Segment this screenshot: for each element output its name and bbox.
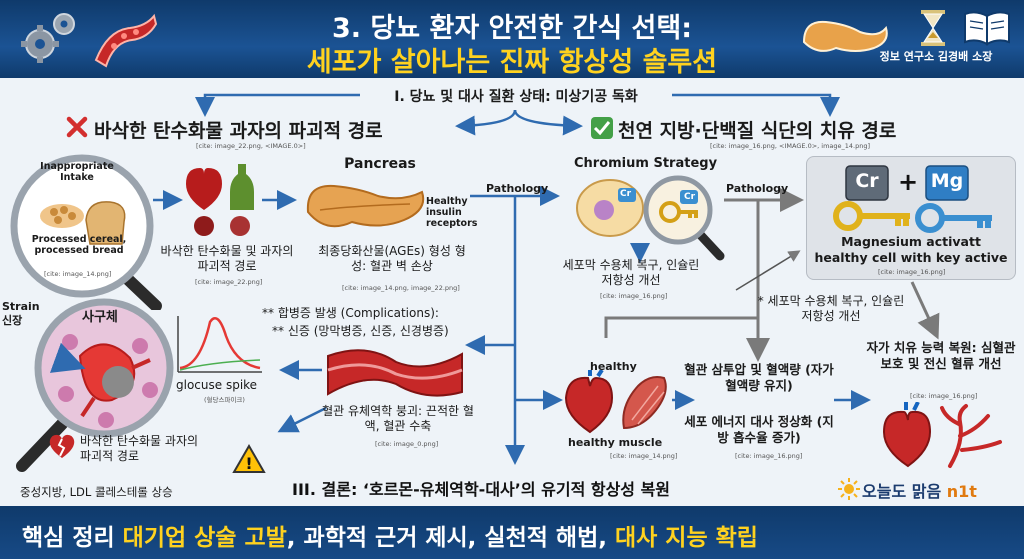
arrow-split-right	[513, 109, 583, 136]
recovery-heart-vessel-icon	[882, 402, 1002, 468]
mg-panel-mg: Mg	[930, 170, 964, 192]
x-mark-icon	[66, 116, 88, 138]
conclusion-label: III. 결론: ‘호르몬-유체역학-대사’의 유기적 항상성 복원	[292, 480, 671, 499]
pancreas-title: Pancreas	[344, 156, 416, 172]
cell-cr-badge: Cr	[620, 189, 632, 199]
receptor-label-2: * 세포막 수용체 복구, 인슐린 저항성 개선	[757, 294, 905, 323]
healthy-label: healthy	[590, 360, 637, 373]
receptor-cite: [cite: image_16.png]	[600, 292, 668, 300]
magnifier-cite: [cite: image_14.png]	[44, 270, 112, 278]
arrow-vessel-broken	[277, 406, 327, 433]
blood-vessel-damage-icon	[327, 349, 463, 397]
blood-vessel-icon	[94, 13, 158, 68]
recovery-cite: [cite: image_16.png]	[910, 392, 978, 400]
arrow-receptor-mg	[735, 250, 801, 291]
kidney-magnifier-icon	[16, 298, 174, 472]
pancreas-organ-icon	[306, 184, 425, 228]
brand-accent: n1t	[946, 482, 977, 501]
right-pathology-label: Pathology	[726, 182, 789, 195]
left-vessel-label: 혈관 유체역학 붕괴: 끈적한 혈액, 혈관 수축	[322, 404, 474, 433]
left-heading-cite: [cite: image_22.png, <IMAGE.0>]	[196, 142, 306, 150]
mg-panel-plus: +	[897, 168, 919, 196]
top-state-label: I. 당뇨 및 대사 질환 상태: 미상기공 독화	[394, 89, 638, 105]
chromium-title: Chromium Strategy	[574, 156, 718, 171]
complications-line-1: ** 합병증 발생 (Complications):	[262, 306, 439, 320]
arrow-top-right	[672, 93, 840, 117]
hourglass-icon	[921, 10, 945, 46]
right-heading: 천연 지방·단백질 식단의 치유 경로	[618, 120, 897, 142]
brand-logo: 오늘도 맑음 n1t	[862, 478, 977, 502]
footer-part-3: , 과학적 근거 제시, 실천적 해법,	[286, 525, 615, 551]
glucose-spike-sub: (혈당스파이크)	[204, 396, 245, 404]
organs-label: 바삭한 탄수화물 및 과자의 파괴적 경로	[160, 244, 294, 273]
right-heading-cite: [cite: image_16.png, <IMAGE.0>, image_14…	[710, 142, 871, 150]
check-mark-icon	[591, 117, 613, 139]
healthy-muscle-label: healthy muscle	[568, 436, 663, 449]
warning-icon: !	[232, 444, 266, 473]
heart-and-bottle-icon	[186, 164, 254, 236]
glucose-spike-label: glocuse spike	[176, 378, 258, 392]
arrow-healthy-up	[604, 316, 758, 338]
mg-label: Magnesium activatt healthy cell with key…	[814, 234, 1008, 265]
pancreas-icon	[802, 20, 888, 52]
healthy-cite: [cite: image_14.png]	[610, 452, 678, 460]
left-pathology-label: Pathology	[486, 182, 549, 195]
cr-mg-keys-icon	[833, 165, 992, 233]
arrow-split-left	[455, 109, 517, 136]
footer-part-1: 핵심 정리	[22, 525, 123, 551]
energy-cite: [cite: image_16.png]	[735, 452, 803, 460]
broken-heart-label: 바삭한 탄수화물 과자의 파괴적 경로	[80, 434, 199, 463]
energy-label: 세포 에너지 대사 정상화 (지방 흡수율 증가)	[684, 414, 834, 445]
footer-summary: 핵심 정리 대기업 상술 고발, 과학적 근거 제시, 실천적 해법, 대사 지…	[22, 518, 1012, 552]
sun-icon	[838, 478, 860, 500]
header-banner: 3. 당뇨 환자 안전한 간식 선택: 세포가 살아나는 진짜 항상성 솔루션 …	[0, 0, 1024, 78]
footer-part-2: 대기업 상술 고발	[122, 525, 287, 551]
title-line-2: 세포가 살아나는 진짜 항상성 솔루션	[306, 47, 718, 78]
arrow-mg-recovery	[910, 281, 940, 340]
glucose-spike-chart-icon	[177, 316, 262, 373]
magnifier-bottom-label: Processed cereal, processed bread	[31, 234, 127, 256]
left-heading: 바삭한 탄수화물 과자의 파괴적 경로	[94, 120, 383, 142]
organs-cite: [cite: image_22.png]	[195, 278, 263, 286]
footer-banner: 핵심 정리 대기업 상술 고발, 과학적 근거 제시, 실천적 해법, 대사 지…	[0, 506, 1024, 559]
right-vessel-label: 혈관 삼투압 및 혈액량 (자가 혈액량 유지)	[684, 362, 834, 393]
author-label: 정보 연구소 김경배 소장	[879, 50, 993, 63]
left-vessel-cite: [cite: image_0.png]	[375, 440, 439, 448]
lipid-label: 중성지방, LDL 콜레스테롤 상승	[20, 485, 173, 499]
recovery-label: 자가 치유 능력 복원: 심혈관 보호 및 전신 혈류 개선	[866, 340, 1016, 371]
ages-label: 최종당화산물(AGEs) 형성 형성: 혈관 벽 손상	[318, 244, 466, 273]
healthy-heart-muscle-icon	[564, 370, 667, 434]
magnifier-top-label: Inappropriate Intake	[40, 161, 114, 183]
broken-heart-icon	[49, 434, 75, 458]
pancreas-note: Healthy insulin receptors	[426, 196, 478, 229]
key-magnifier-icon	[643, 175, 725, 261]
strain-label: Strain 신장	[2, 300, 40, 327]
magnifier-cr-badge: Cr	[684, 192, 696, 202]
footer-part-4: 대사 지능 확립	[614, 525, 758, 551]
complications-line-2: ** 신증 (망막병증, 신증, 신경병증)	[272, 324, 449, 338]
kidney-label: 사구체	[82, 310, 118, 325]
ages-cite: [cite: image_14.png, image_22.png]	[342, 284, 460, 292]
brand-prefix: 오늘도 맑음	[862, 482, 947, 501]
gears-icon	[21, 13, 75, 63]
title-line-1: 3. 당뇨 환자 안전한 간식 선택:	[331, 13, 693, 44]
arrow-top-left	[195, 93, 360, 117]
receptor-label: 세포막 수용체 복구, 인슐린 저항성 개선	[562, 258, 700, 287]
book-icon	[964, 11, 1010, 46]
mg-cite: [cite: image_16.png]	[878, 268, 946, 276]
svg-text:!: !	[245, 454, 252, 473]
cell-icon	[576, 179, 644, 237]
magnifier-intake-icon	[10, 154, 162, 310]
mg-panel-cr: Cr	[855, 170, 879, 192]
